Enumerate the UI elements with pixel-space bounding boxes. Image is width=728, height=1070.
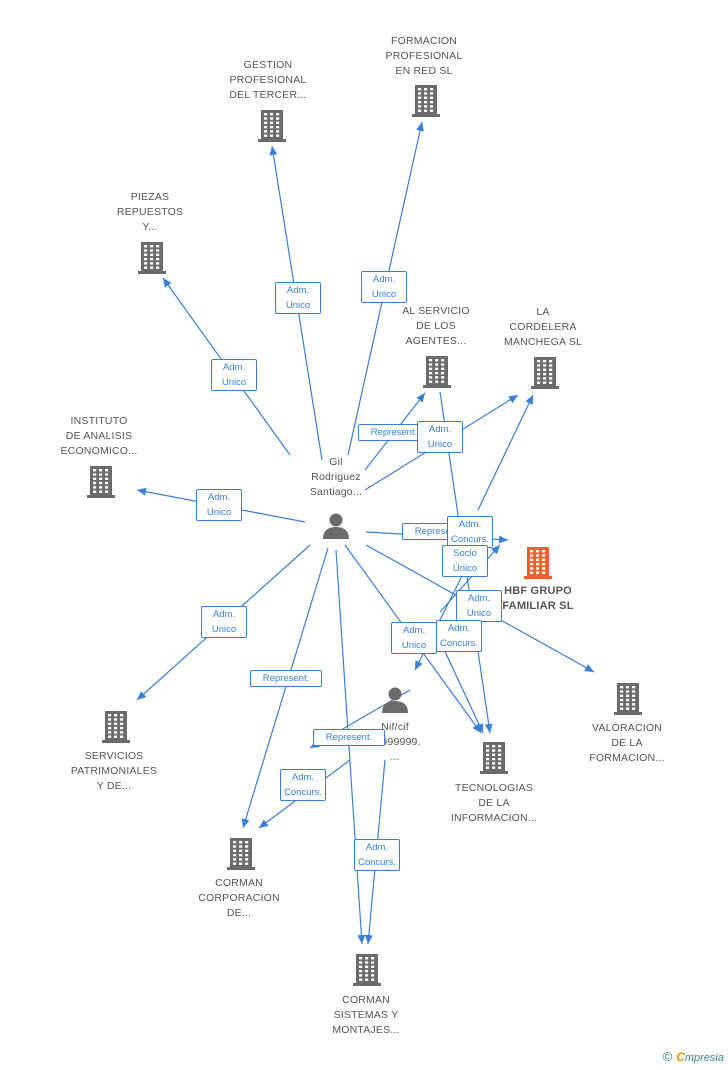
relation-edge [477,394,534,511]
building-icon-focus[interactable] [524,547,552,579]
relation-label[interactable]: Adm. Concurs. [354,839,400,871]
building-icon[interactable] [227,838,255,870]
relation-edge [335,549,366,945]
building-icon[interactable] [480,742,508,774]
building-icon[interactable] [614,683,642,715]
building-icon[interactable] [87,466,115,498]
brand-initial: C [676,1050,685,1064]
node-label-gestion[interactable]: GESTION PROFESIONAL DEL TERCER... [229,58,307,101]
building-icon[interactable] [423,356,451,388]
relation-label[interactable]: Adm. Concurs. [280,769,326,801]
node-label-tecnologias[interactable]: TECNOLOGIAS DE LA INFORMACION... [450,781,538,824]
relation-label[interactable]: Represent. [250,669,322,687]
building-icon[interactable] [258,110,286,142]
copyright-icon: © [662,1049,673,1064]
building-icon[interactable] [102,711,130,743]
relation-label[interactable]: Represent. [313,728,385,746]
node-label-formacion[interactable]: FORMACION PROFESIONAL EN RED SL [385,34,463,77]
relation-label[interactable]: Adm. Concurs. [436,620,482,652]
node-label-gil[interactable]: Gil Rodriguez Santiago... [309,455,363,498]
building-icon[interactable] [138,242,166,274]
node-label-corman_sist[interactable]: CORMAN SISTEMAS Y MONTAJES... [332,993,400,1036]
person-icon[interactable] [382,687,408,714]
building-icon[interactable] [353,954,381,986]
relation-label[interactable]: Adm. Unico [201,606,247,638]
relation-label[interactable]: Adm. Unico [211,359,257,391]
brand-footer[interactable]: ©Cmpresia [663,1049,724,1064]
relation-label[interactable]: Adm. Unico [391,622,437,654]
relation-label[interactable]: Adm. Unico [196,489,242,521]
relation-label[interactable]: Represent. [358,423,430,441]
node-label-servicios[interactable]: SERVICIOS PATRIMONIALES Y DE... [70,749,158,792]
node-label-hbf[interactable]: HBF GRUPO FAMILIAR SL [502,585,574,612]
relation-edge [241,547,329,829]
relation-label[interactable]: Adm. Unico [275,282,321,314]
node-label-valoracion[interactable]: VALORACION DE LA FORMACION... [589,721,665,764]
relation-label[interactable]: Adm. Unico [417,421,463,453]
node-label-piezas[interactable]: PIEZAS REPUESTOS Y... [116,190,184,233]
node-label-instituto[interactable]: INSTITUTO DE ANALISIS ECONOMICO... [60,414,138,457]
building-icon[interactable] [531,357,559,389]
relation-label[interactable]: Adm. Concurs. [447,516,493,548]
relation-label[interactable]: Adm. Unico [361,271,407,303]
node-label-cordelera[interactable]: LA CORDELERA MANCHEGA SL [503,305,583,348]
icons-layer [87,85,642,986]
node-label-alservicio[interactable]: AL SERVICIO DE LOS AGENTES... [402,304,470,347]
building-icon[interactable] [412,85,440,117]
person-icon[interactable] [323,513,349,540]
relation-label[interactable]: Socio Único [442,545,488,577]
brand-name: mpresia [684,1052,724,1064]
node-label-corman_corp[interactable]: CORMAN CORPORACION DE... [198,876,280,919]
relation-label[interactable]: Adm. Unico [456,590,502,622]
